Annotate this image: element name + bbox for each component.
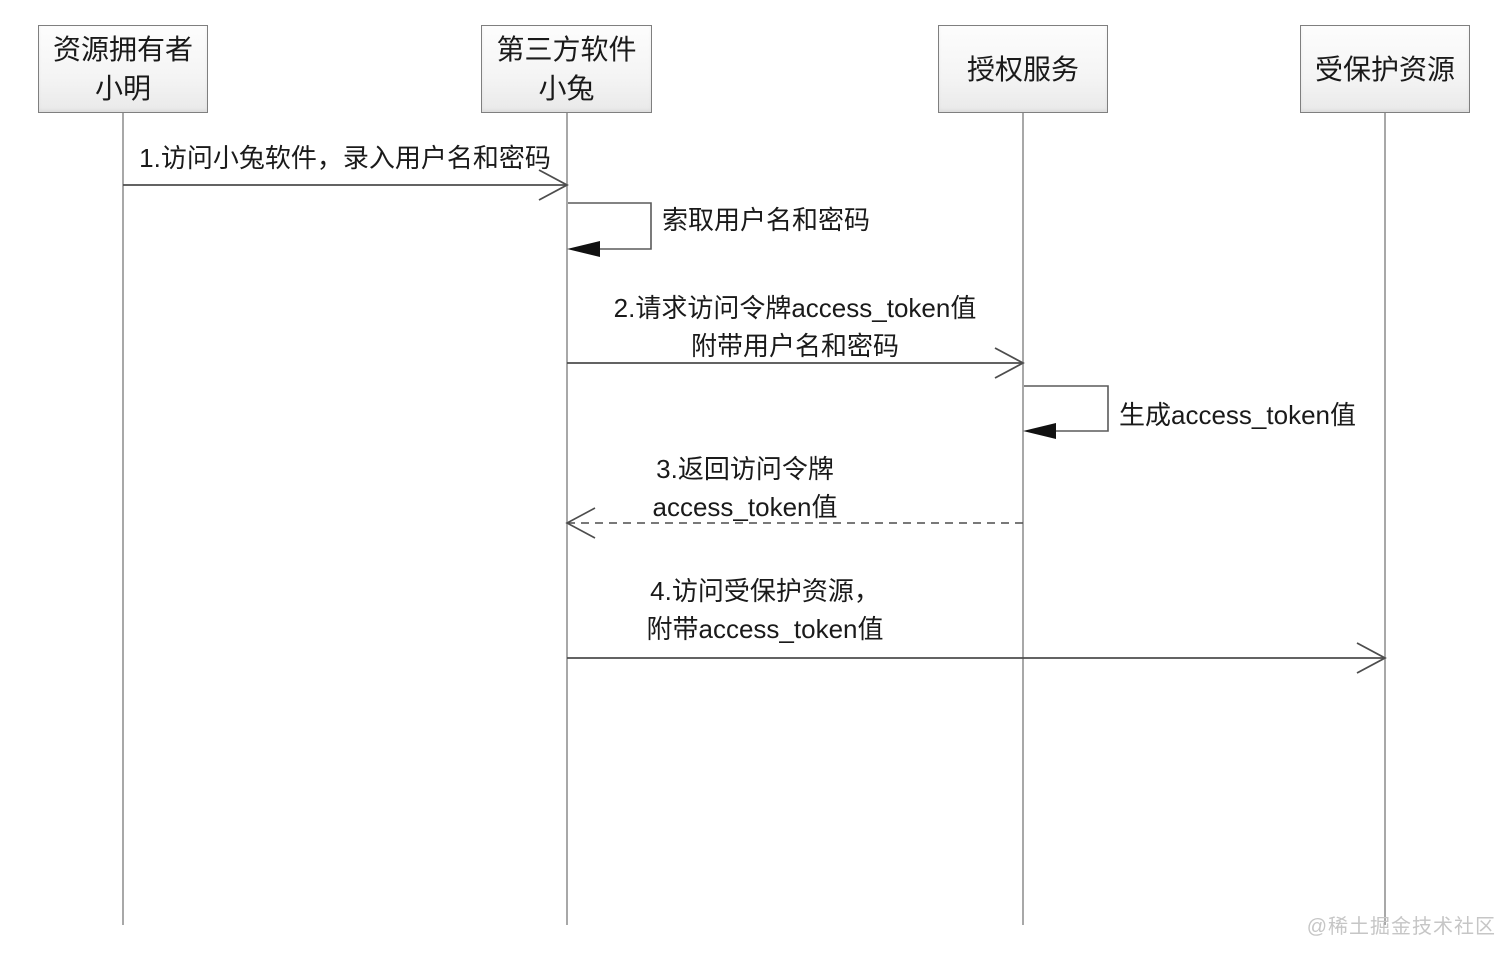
message-2-line1: 2.请求访问令牌access_token值 xyxy=(613,293,977,323)
self-message-1-loop xyxy=(568,202,652,250)
message-4-label: 4.访问受保护资源， 附带access_token值 xyxy=(565,572,965,648)
arrowhead-open-right xyxy=(994,347,1025,379)
actor-protected-resource: 受保护资源 xyxy=(1300,25,1470,113)
message-2-arrow xyxy=(567,347,1025,379)
actor-auth-service: 授权服务 xyxy=(938,25,1108,113)
message-1-arrow xyxy=(123,169,569,201)
message-3-line2: access_token值 xyxy=(652,492,838,522)
message-3-line1: 3.返回访问令牌 xyxy=(656,454,834,484)
message-4-line1: 4.访问受保护资源， xyxy=(650,576,880,606)
arrowhead-filled-left xyxy=(1023,423,1056,439)
message-3-arrow-dashed xyxy=(565,507,1023,539)
message-4-line2: 附带access_token值 xyxy=(646,614,884,644)
actor-label: 第三方软件 xyxy=(496,34,637,65)
message-2-line2: 附带用户名和密码 xyxy=(690,331,899,361)
watermark: @稀土掘金技术社区 xyxy=(1306,916,1496,938)
actor-resource-owner: 资源拥有者 小明 xyxy=(38,25,208,113)
self-message-2-loop xyxy=(1024,385,1109,432)
lifelines xyxy=(122,113,1386,925)
actor-label: 资源拥有者 xyxy=(52,34,193,65)
message-2-label: 2.请求访问令牌access_token值 附带用户名和密码 xyxy=(570,289,1020,365)
arrowhead-filled-left xyxy=(567,241,600,257)
arrowhead-open-right xyxy=(538,169,569,201)
message-1-label: 1.访问小兔软件，录入用户名和密码 xyxy=(139,143,551,173)
self-message-1-label: 索取用户名和密码 xyxy=(662,205,871,235)
message-4-arrow xyxy=(567,642,1387,674)
self-message-2-label: 生成access_token值 xyxy=(1119,400,1356,430)
actor-label: 小明 xyxy=(94,73,151,104)
actor-label: 授权服务 xyxy=(966,53,1079,85)
actor-label: 小兔 xyxy=(538,73,595,104)
arrowhead-open-left xyxy=(565,507,596,539)
actor-third-party-app: 第三方软件 小兔 xyxy=(481,25,652,113)
actor-label: 受保护资源 xyxy=(1314,53,1455,85)
message-3-label: 3.返回访问令牌 access_token值 xyxy=(545,450,945,526)
arrowhead-open-right xyxy=(1356,642,1387,674)
